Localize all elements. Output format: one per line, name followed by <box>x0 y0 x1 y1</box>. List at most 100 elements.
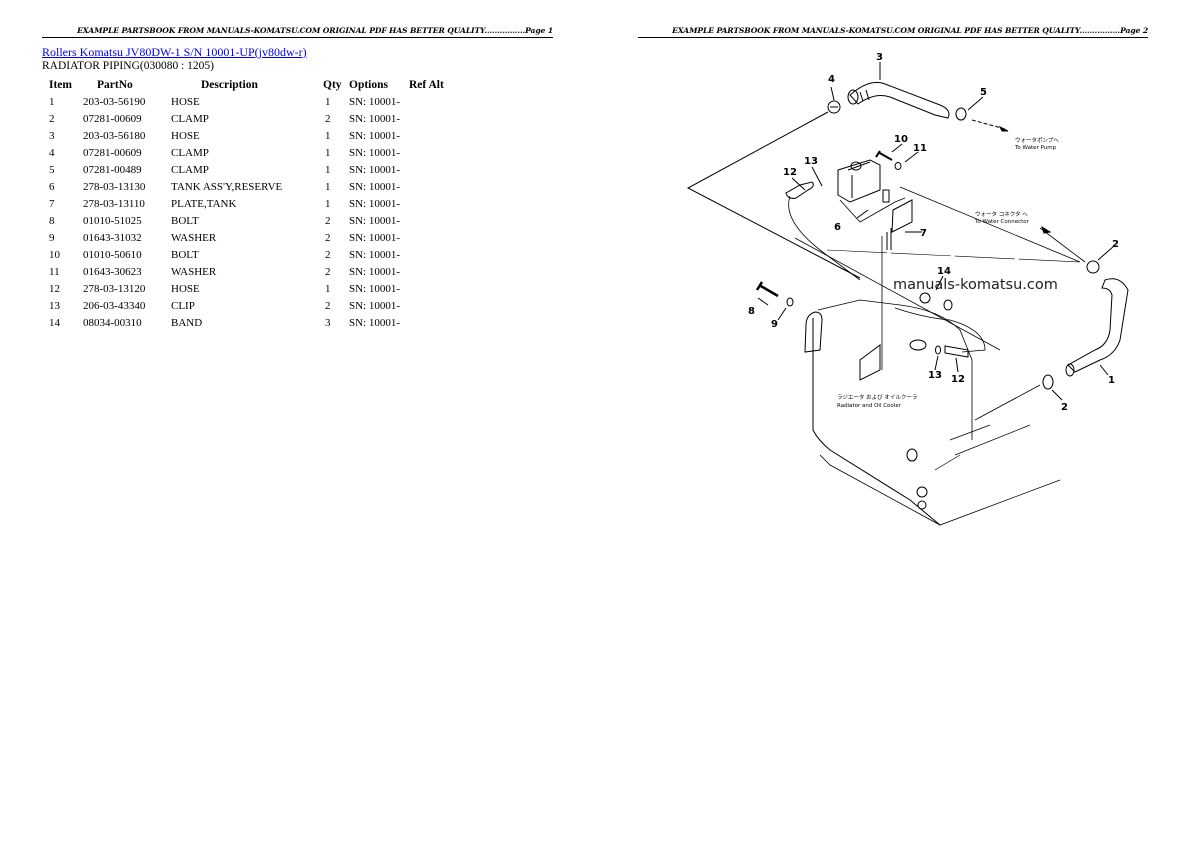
cell-options: SN: 10001- <box>349 282 401 295</box>
cell-item: 8 <box>49 214 55 227</box>
cell-description: WASHER <box>171 265 217 278</box>
cell-ref-alt <box>409 280 444 297</box>
machine-title-link[interactable]: Rollers Komatsu JV80DW-1 S/N 10001-UP(jv… <box>42 45 307 59</box>
cell-description: CLAMP <box>171 146 209 159</box>
cell-item: 9 <box>49 231 55 244</box>
cell-qty: 1 <box>325 146 331 159</box>
callout-14: 14 <box>937 266 951 277</box>
note-radiator-jp: ラジエータ および オイルクーラ <box>837 393 917 401</box>
callout-6: 6 <box>834 222 841 233</box>
cell-description: CLAMP <box>171 112 209 125</box>
cell-options: SN: 10001- <box>349 214 401 227</box>
cell-description: HOSE <box>171 282 200 295</box>
cell-item: 10 <box>49 248 60 261</box>
cell-item: 5 <box>49 163 55 176</box>
column-header-ref-alt: Ref Alt <box>409 78 444 91</box>
cell-description: BAND <box>171 316 203 329</box>
cell-item: 6 <box>49 180 55 193</box>
cell-options: SN: 10001- <box>349 231 401 244</box>
cell-partno: 278-03-13130 <box>83 180 146 193</box>
cell-qty: 2 <box>325 299 331 312</box>
cell-partno: 203-03-56190 <box>83 95 146 108</box>
watermark-text: manuals-komatsu.com <box>893 277 1058 293</box>
cell-description: CLIP <box>171 299 195 312</box>
cell-partno: 01010-50610 <box>83 248 142 261</box>
cell-qty: 2 <box>325 231 331 244</box>
page-2-header: EXAMPLE PARTSBOOK FROM MANUALS-KOMATSU.C… <box>638 26 1148 38</box>
cell-options: SN: 10001- <box>349 163 401 176</box>
cell-ref-alt <box>409 127 444 144</box>
cell-qty: 1 <box>325 163 331 176</box>
parts-table: Item PartNo Description Qty Options Ref … <box>44 76 444 331</box>
cell-ref-alt <box>409 263 444 280</box>
callout-12-top: 12 <box>783 167 797 178</box>
cell-ref-alt <box>409 212 444 229</box>
cell-qty: 1 <box>325 180 331 193</box>
cell-options: SN: 10001- <box>349 248 401 261</box>
cell-qty: 2 <box>325 214 331 227</box>
callout-7: 7 <box>920 228 927 239</box>
cell-description: PLATE,TANK <box>171 197 237 210</box>
cell-qty: 2 <box>325 112 331 125</box>
cell-ref-alt <box>409 144 444 161</box>
column-header-item: Item <box>49 78 72 91</box>
callout-4: 4 <box>828 74 835 85</box>
callout-3: 3 <box>876 52 883 63</box>
cell-qty: 1 <box>325 197 331 210</box>
section-title: RADIATOR PIPING(030080 : 1205) <box>42 60 214 72</box>
cell-ref-alt <box>409 161 444 178</box>
cell-ref-alt <box>409 314 444 331</box>
cell-options: SN: 10001- <box>349 146 401 159</box>
cell-partno: 203-03-56180 <box>83 129 146 142</box>
cell-partno: 01010-51025 <box>83 214 142 227</box>
callout-11: 11 <box>913 143 927 154</box>
cell-ref-alt <box>409 93 444 110</box>
column-header-description: Description <box>201 78 258 91</box>
cell-item: 13 <box>49 299 60 312</box>
cell-partno: 07281-00489 <box>83 163 142 176</box>
callout-9: 9 <box>771 319 778 330</box>
cell-options: SN: 10001- <box>349 299 401 312</box>
cell-description: BOLT <box>171 214 199 227</box>
callout-8: 8 <box>748 306 755 317</box>
cell-options: SN: 10001- <box>349 197 401 210</box>
cell-ref-alt <box>409 297 444 314</box>
plate-7-shape <box>891 199 913 233</box>
radiator-piping-diagram: 4 3 5 10 11 13 12 6 7 2 14 8 9 13 12 1 2… <box>686 52 1129 526</box>
cell-options: SN: 10001- <box>349 129 401 142</box>
callout-2-lower: 2 <box>1061 402 1068 413</box>
column-header-qty: Qty <box>323 78 342 91</box>
cell-ref-alt <box>409 195 444 212</box>
table-row: 6 278-03-13130 TANK ASS'Y,RESERVE 1 SN: 1000… <box>44 178 444 195</box>
callout-10: 10 <box>894 134 908 145</box>
hose-1-shape <box>1067 278 1129 373</box>
cell-description: TANK ASS'Y,RESERVE <box>171 180 283 193</box>
cell-options: SN: 10001- <box>349 112 401 125</box>
cell-partno: 01643-30623 <box>83 265 142 278</box>
cell-description: WASHER <box>171 231 217 244</box>
cell-options: SN: 10001- <box>349 180 401 193</box>
callout-5: 5 <box>980 87 987 98</box>
callout-12: 12 <box>951 374 965 385</box>
page-1-header: EXAMPLE PARTSBOOK FROM MANUALS-KOMATSU.C… <box>42 26 553 38</box>
cell-description: HOSE <box>171 95 200 108</box>
cell-qty: 2 <box>325 248 331 261</box>
cell-partno: 07281-00609 <box>83 146 142 159</box>
cell-item: 11 <box>49 265 60 278</box>
note-water-connector-jp: ウォータ コネクタ へ <box>975 210 1028 218</box>
cell-item: 7 <box>49 197 55 210</box>
cell-item: 1 <box>49 95 55 108</box>
callout-13-top: 13 <box>804 156 818 167</box>
cell-partno: 07281-00609 <box>83 112 142 125</box>
cell-ref-alt <box>409 110 444 127</box>
cell-options: SN: 10001- <box>349 265 401 278</box>
cell-options: SN: 10001- <box>349 95 401 108</box>
frame-line-left <box>686 111 861 279</box>
column-header-options: Options <box>349 78 388 91</box>
reserve-tank-shape <box>837 159 881 203</box>
